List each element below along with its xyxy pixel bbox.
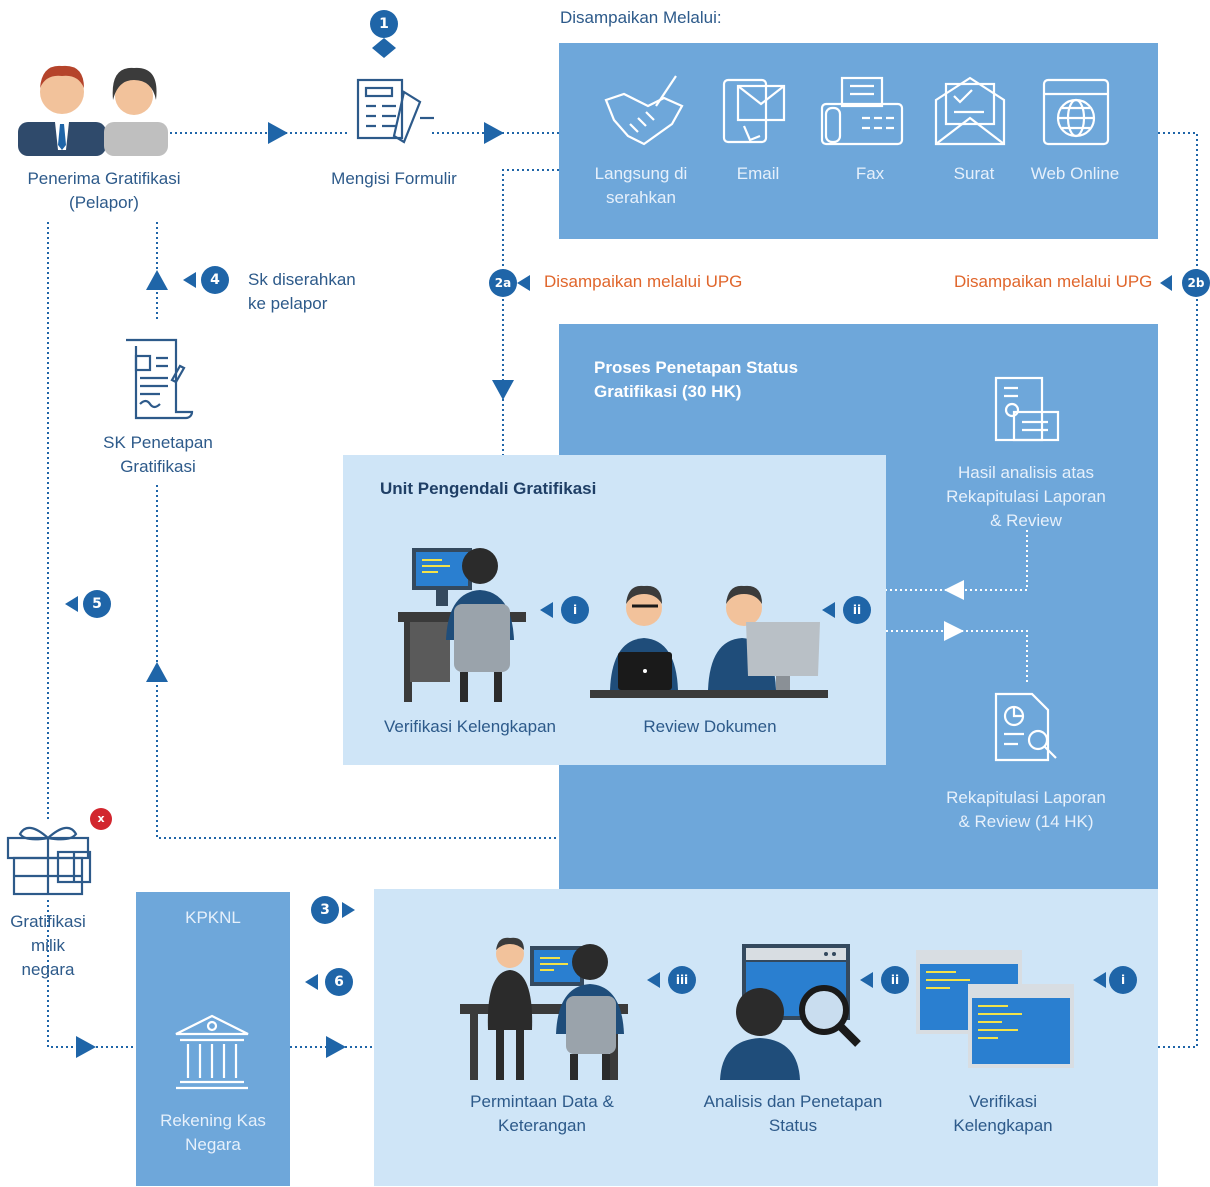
permintaan-label-2: Keterangan bbox=[498, 1116, 586, 1135]
connector-rekap bbox=[886, 630, 1028, 682]
upg-label-a: Disampaikan melalui UPG bbox=[544, 272, 743, 291]
disampaikan-melalui-header: Disampaikan Melalui: bbox=[560, 8, 722, 27]
rekap-icon bbox=[994, 692, 1057, 762]
arrowhead-18 bbox=[860, 972, 873, 988]
penerima-label-2: (Pelapor) bbox=[69, 193, 139, 212]
arrowhead-8 bbox=[372, 38, 396, 58]
sk-penetapan-2: Gratifikasi bbox=[120, 457, 196, 476]
arrowhead-12 bbox=[1160, 275, 1172, 291]
step-badge-5: 5 bbox=[83, 590, 111, 618]
step-badge-6: 6 bbox=[325, 968, 353, 996]
channel-label-fax: Fax bbox=[855, 164, 885, 183]
kpknl-label-2: Negara bbox=[185, 1135, 241, 1154]
arrowhead-20 bbox=[944, 580, 964, 600]
upg-panel bbox=[343, 455, 886, 765]
letter-icon bbox=[934, 76, 1006, 146]
connector-sk-return bbox=[156, 485, 559, 839]
verifikasi-screens-icon bbox=[916, 950, 1074, 1068]
arrowhead-11 bbox=[517, 275, 530, 291]
arrowhead-17 bbox=[647, 972, 660, 988]
sk-diserahkan-1: Sk diserahkan bbox=[248, 270, 356, 289]
verifikasi-bottom-label-2: Kelengkapan bbox=[953, 1116, 1053, 1135]
arrowhead-2 bbox=[484, 122, 504, 144]
verifikasi-bottom-label-1: Verifikasi bbox=[968, 1092, 1038, 1111]
step-badge-bottom-i: i bbox=[1109, 966, 1137, 994]
arrowhead-5 bbox=[146, 662, 168, 682]
step-badge-bottom-iii: iii bbox=[668, 966, 696, 994]
step-badge-1: 1 bbox=[370, 10, 398, 38]
proses-title-1: Proses Penetapan Status bbox=[594, 358, 799, 377]
channels-panel bbox=[559, 43, 1158, 239]
sk-penetapan-1: SK Penetapan bbox=[103, 433, 213, 452]
bank-icon bbox=[175, 1014, 249, 1090]
connector-2b bbox=[1158, 132, 1198, 1048]
step-badge-bottom-ii: ii bbox=[881, 966, 909, 994]
verifikasi-kelengkapan-label: Verifikasi Kelengkapan bbox=[383, 717, 556, 736]
reject-x-badge: x bbox=[90, 808, 112, 830]
channel-label-langsung-1: Langsung di bbox=[594, 164, 688, 183]
arrowhead-19 bbox=[1093, 972, 1106, 988]
connector-2a bbox=[502, 169, 559, 455]
review-dokumen-icon bbox=[590, 585, 828, 698]
sk-scroll-icon bbox=[126, 338, 194, 420]
arrowhead-6 bbox=[76, 1036, 96, 1058]
arrowhead-3 bbox=[492, 380, 514, 400]
proses-title-2: Gratifikasi (30 HK) bbox=[594, 382, 742, 401]
arrowhead-7 bbox=[326, 1036, 346, 1058]
formulir-icon bbox=[356, 78, 434, 144]
arrowhead-15 bbox=[540, 602, 553, 618]
permintaan-data-icon bbox=[460, 937, 628, 1080]
rekap-label-1: Rekapitulasi Laporan bbox=[946, 788, 1106, 807]
channel-label-web: Web Online bbox=[1030, 164, 1120, 183]
upg-label-b: Disampaikan melalui UPG bbox=[954, 272, 1153, 291]
kpknl-title: KPKNL bbox=[185, 908, 241, 927]
arrowhead-14 bbox=[305, 974, 318, 990]
arrowhead-21 bbox=[944, 621, 964, 641]
arrowhead-1 bbox=[268, 122, 288, 144]
analisis-icon bbox=[720, 944, 861, 1080]
arrowhead-16 bbox=[822, 602, 835, 618]
email-icon bbox=[722, 78, 786, 144]
pelapor-people-icon bbox=[18, 65, 168, 156]
penerima-label-1: Penerima Gratifikasi bbox=[27, 169, 181, 188]
step-badge-upg-ii: ii bbox=[843, 596, 871, 624]
gift-icon bbox=[6, 826, 92, 896]
handshake-icon bbox=[604, 75, 684, 146]
verifikasi-worker-icon bbox=[398, 548, 526, 702]
connector-gift-kpknl bbox=[47, 900, 136, 1048]
rekap-label-2: & Review (14 HK) bbox=[958, 812, 1094, 831]
mengisi-formulir-label: Mengisi Formulir bbox=[331, 169, 457, 188]
hasil-label-3: & Review bbox=[990, 511, 1062, 530]
kpknl-label-1: Rekening Kas bbox=[160, 1111, 266, 1130]
sk-diserahkan-2: ke pelapor bbox=[248, 294, 328, 313]
arrowhead-4 bbox=[146, 270, 168, 290]
step-badge-4: 4 bbox=[201, 266, 229, 294]
review-dokumen-label: Review Dokumen bbox=[643, 717, 777, 736]
step-badge-2b: 2b bbox=[1182, 269, 1210, 297]
channel-label-langsung-2: serahkan bbox=[606, 188, 676, 207]
globe-icon bbox=[1042, 78, 1110, 146]
gratifikasi-negara-1: Gratifikasi bbox=[10, 912, 86, 931]
step-badge-upg-i: i bbox=[561, 596, 589, 624]
fax-icon bbox=[820, 76, 904, 146]
hasil-analisis-icon bbox=[994, 376, 1060, 442]
step-badge-2a: 2a bbox=[489, 269, 517, 297]
permintaan-label-1: Permintaan Data & bbox=[470, 1092, 614, 1111]
analisis-label-2: Status bbox=[768, 1116, 818, 1135]
upg-box-title: Unit Pengendali Gratifikasi bbox=[380, 479, 597, 498]
connector-hasil bbox=[886, 530, 1028, 591]
arrowhead-9 bbox=[183, 272, 196, 288]
gratifikasi-negara-2: milik bbox=[31, 936, 65, 955]
gratifikasi-negara-3: negara bbox=[21, 960, 75, 979]
channel-label-surat: Surat bbox=[953, 164, 995, 183]
step-badge-3: 3 bbox=[311, 896, 339, 924]
arrowhead-10 bbox=[65, 596, 78, 612]
channel-label-email: Email bbox=[736, 164, 780, 183]
hasil-label-2: Rekapitulasi Laporan bbox=[946, 487, 1106, 506]
hasil-label-1: Hasil analisis atas bbox=[957, 463, 1095, 482]
analisis-label-1: Analisis dan Penetapan bbox=[703, 1092, 883, 1111]
arrowhead-13 bbox=[342, 902, 355, 918]
